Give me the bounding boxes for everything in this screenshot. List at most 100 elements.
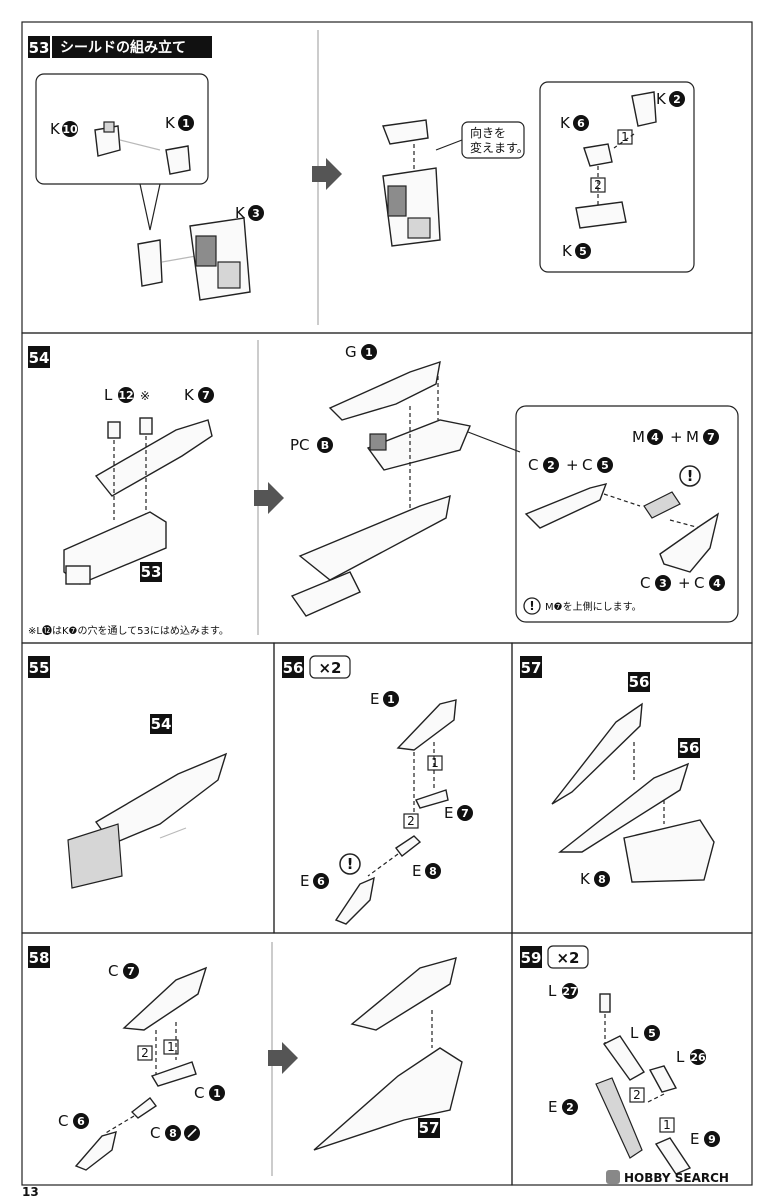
label-c3-letter: C (640, 574, 650, 592)
num-k10: 10 (62, 123, 78, 136)
order-box-56-2 (403, 813, 419, 829)
ref-56-badge-b (678, 738, 700, 758)
part-55-base (67, 823, 123, 889)
num-c4-circle (709, 575, 725, 591)
num-k1: 1 (182, 117, 190, 130)
label-l26-letter: L (676, 1048, 685, 1066)
attention-icon (523, 597, 541, 615)
num-l26: 26 (690, 1051, 706, 1064)
attention-icon-mark: ! (529, 599, 534, 613)
num-k2-circle (669, 91, 685, 107)
part-l27 (599, 993, 611, 1013)
num-e7-circle (457, 805, 473, 821)
label-e1-letter: E (370, 690, 379, 708)
part-e1 (396, 699, 457, 751)
label-m4-letter: M (632, 428, 645, 446)
order-box-58-1 (163, 1039, 179, 1055)
order-56-2: 2 (407, 814, 415, 828)
label-k2-letter: K (656, 90, 667, 108)
num-c8-circle (165, 1125, 181, 1141)
label-k10-letter: K (50, 120, 61, 138)
part-56-blade-b (557, 762, 690, 853)
num-k6: 6 (577, 117, 585, 130)
num-l12: 12 (118, 389, 133, 402)
part-c7 (122, 966, 208, 1031)
label-c4-letter: C (694, 574, 704, 592)
step-57-number: 57 (521, 659, 542, 677)
cut-mark-icon-line (187, 1128, 197, 1138)
plus-c2-c5: + (566, 456, 579, 474)
part-k10-tab (103, 121, 115, 133)
part-58-top-blade (350, 957, 457, 1031)
label-k7-letter: K (184, 386, 195, 404)
part-53-assembly (290, 571, 361, 617)
order-box-2 (590, 177, 606, 193)
num-e2: 2 (566, 1101, 574, 1114)
part-g1 (328, 360, 441, 421)
step-56-number: 56 (283, 659, 304, 677)
num-k7-circle (198, 387, 214, 403)
num-c1: 1 (213, 1087, 221, 1100)
dash-56-c (367, 853, 399, 877)
detail-callout-box (35, 73, 209, 185)
step-53-title: シールドの組み立て (60, 39, 186, 56)
order-box-58-2 (137, 1045, 153, 1061)
ref-53-badge (140, 562, 162, 582)
order-59-1: 1 (663, 1118, 671, 1132)
detail-box-54 (515, 405, 739, 623)
part-e8 (394, 835, 422, 857)
label-c1-letter: C (194, 1084, 204, 1102)
num-c3-circle (655, 575, 671, 591)
part-pcb (369, 433, 387, 451)
num-e9: 9 (708, 1133, 716, 1146)
order-2: 2 (594, 178, 602, 192)
num-k3: 3 (252, 207, 260, 220)
num-c5-circle (597, 457, 613, 473)
num-c4: 4 (713, 577, 721, 590)
part-l5 (602, 1035, 645, 1081)
step-55-frame (21, 642, 275, 934)
dash-58-c (103, 1115, 135, 1135)
plus-c3-c4: + (678, 574, 691, 592)
num-e2-circle (562, 1099, 578, 1115)
label-k1-letter: K (165, 114, 176, 132)
part-e6 (334, 876, 375, 925)
part-assembly-window (387, 185, 407, 217)
part-assembly-block (407, 217, 431, 239)
step-56-frame (273, 642, 513, 934)
order-58-2: 2 (141, 1046, 149, 1060)
num-c2-circle (543, 457, 559, 473)
num-pcb-circle (317, 437, 333, 453)
dash-c-m (603, 493, 641, 507)
order-box-59-2 (629, 1087, 645, 1103)
step-59-badge (520, 946, 542, 968)
label-k8-letter: K (580, 870, 591, 888)
part-c6 (74, 1131, 117, 1171)
asterisk-mark: ※ (140, 389, 150, 403)
ref-57-badge (418, 1118, 440, 1138)
step-54-badge (28, 346, 50, 368)
part-k8 (623, 819, 715, 883)
num-k5-circle (575, 243, 591, 259)
part-m4-m7 (643, 491, 681, 519)
detail-callout-pointer (139, 183, 161, 231)
play-arrow-icon (254, 482, 284, 514)
step-53-panel: 53 シールドの組み立て K 10 K 1 K 3 (21, 21, 753, 334)
order-58-1: 1 (167, 1040, 175, 1054)
label-k5-letter: K (562, 242, 573, 260)
ref-54: 54 (151, 715, 172, 733)
part-k2 (631, 91, 657, 127)
num-m4-circle (647, 429, 663, 445)
label-k3-letter: K (235, 204, 246, 222)
num-k10-circle (62, 121, 78, 137)
step-54-number: 54 (29, 349, 50, 367)
num-c7: 7 (127, 965, 135, 978)
watermark: HOBBY SEARCH (606, 1170, 729, 1185)
footnote-54: ※L⓬はK❼の穴を通して53にはめ込みます。 (28, 624, 229, 637)
label-g1-letter: G (345, 343, 357, 361)
detail-box-right (539, 81, 695, 273)
order-1: 1 (621, 130, 629, 144)
ref-56-a: 56 (629, 673, 650, 691)
part-53-foot (65, 565, 91, 585)
label-l5-letter: L (630, 1024, 639, 1042)
